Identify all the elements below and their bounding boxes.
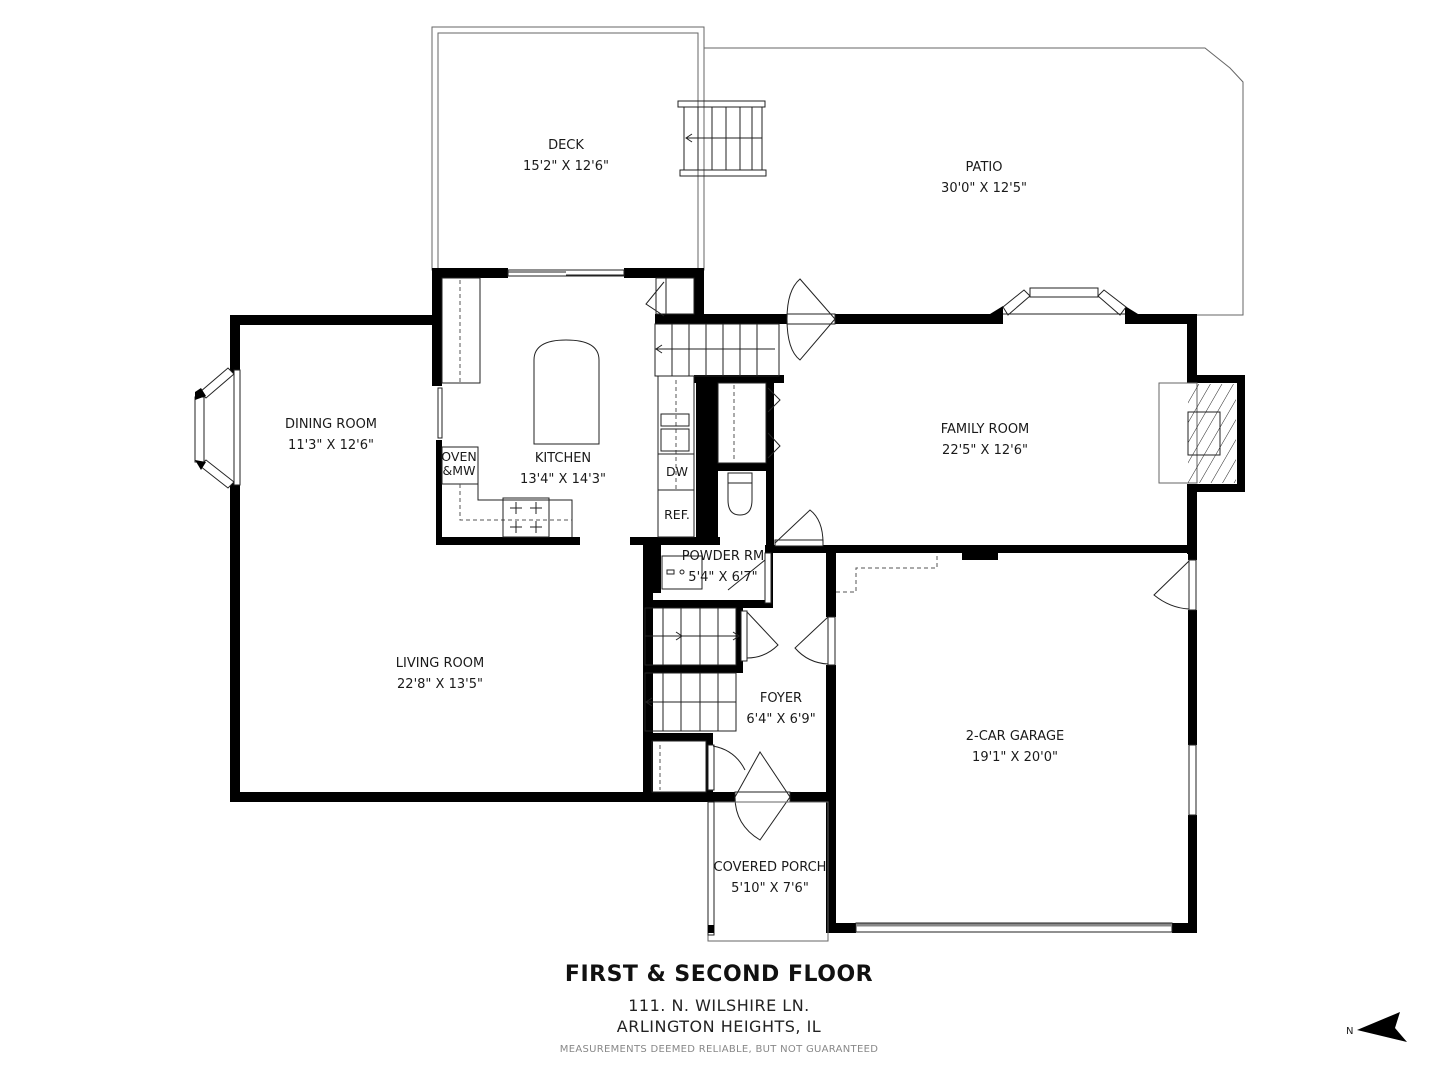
room-family: FAMILY ROOM 22'5" X 12'6" bbox=[941, 419, 1030, 461]
foyer-stairs bbox=[644, 607, 740, 793]
plan-title: FIRST & SECOND FLOOR bbox=[564, 962, 874, 987]
room-porch: COVERED PORCH 5'10" X 7'6" bbox=[714, 857, 827, 899]
room-dimensions: 6'4" X 6'9" bbox=[746, 712, 816, 727]
room-name: LIVING ROOM bbox=[395, 656, 485, 671]
sliding-door bbox=[507, 269, 625, 277]
compass-label: N bbox=[1346, 1026, 1354, 1037]
room-dimensions: 11'3" X 12'6" bbox=[288, 438, 374, 453]
room-dimensions: 30'0" X 12'5" bbox=[941, 181, 1027, 196]
garage-details bbox=[836, 553, 1197, 933]
room-name: POWDER RM bbox=[681, 549, 765, 564]
room-dimensions: 13'4" X 14'3" bbox=[520, 472, 606, 487]
oven-label: OVEN &MW bbox=[441, 450, 476, 478]
address-line-2: ARLINGTON HEIGHTS, IL bbox=[616, 1017, 822, 1036]
north-arrow-icon bbox=[1357, 1012, 1407, 1042]
kitchen-stairs bbox=[654, 323, 780, 377]
room-deck: DECK 15'2" X 12'6" bbox=[523, 135, 609, 177]
family-bay-window bbox=[1002, 287, 1127, 316]
room-name: DECK bbox=[548, 138, 584, 153]
exterior-walls bbox=[230, 268, 1245, 933]
room-name: PATIO bbox=[965, 160, 1003, 175]
patio-outline bbox=[704, 47, 1244, 316]
room-foyer: FOYER 6'4" X 6'9" bbox=[746, 688, 815, 730]
dining-bay-window bbox=[194, 360, 241, 495]
room-name: FAMILY ROOM bbox=[940, 422, 1030, 437]
doors bbox=[707, 278, 1197, 841]
room-name: COVERED PORCH bbox=[713, 860, 827, 875]
hall-closet bbox=[717, 382, 781, 464]
room-dining: DINING ROOM 11'3" X 12'6" bbox=[285, 414, 377, 456]
room-living: LIVING ROOM 22'8" X 13'5" bbox=[396, 653, 484, 695]
powder-room-fixtures bbox=[661, 472, 753, 590]
porch-outline bbox=[707, 801, 829, 942]
disclaimer: MEASUREMENTS DEEMED RELIABLE, BUT NOT GU… bbox=[559, 1044, 879, 1055]
room-kitchen: KITCHEN 13'4" X 14'3" bbox=[520, 448, 606, 490]
room-dimensions: 19'1" X 20'0" bbox=[972, 750, 1058, 765]
room-dimensions: 5'10" X 7'6" bbox=[731, 881, 809, 896]
room-powder: POWDER RM 5'4" X 6'7" bbox=[682, 546, 765, 588]
room-name: FOYER bbox=[759, 691, 803, 706]
room-dimensions: 15'2" X 12'6" bbox=[523, 159, 609, 174]
oven-label-line2: &MW bbox=[442, 463, 476, 478]
deck-stairs bbox=[677, 100, 767, 177]
address-line-1: 111. N. WILSHIRE LN. bbox=[628, 996, 810, 1015]
room-name: KITCHEN bbox=[534, 451, 592, 466]
kitchen-cabinets bbox=[437, 277, 695, 538]
room-dimensions: 22'8" X 13'5" bbox=[397, 677, 483, 692]
room-patio: PATIO 30'0" X 12'5" bbox=[941, 157, 1027, 199]
room-name: 2-CAR GARAGE bbox=[965, 729, 1065, 744]
room-name: DINING ROOM bbox=[284, 417, 378, 432]
fireplace bbox=[1158, 382, 1236, 484]
oven-label-line1: OVEN bbox=[441, 449, 477, 464]
room-garage: 2-CAR GARAGE 19'1" X 20'0" bbox=[966, 726, 1065, 768]
refrigerator-label: REF. bbox=[664, 507, 690, 522]
dishwasher-label: DW bbox=[666, 464, 688, 479]
room-dimensions: 5'4" X 6'7" bbox=[688, 570, 758, 585]
room-dimensions: 22'5" X 12'6" bbox=[942, 443, 1028, 458]
